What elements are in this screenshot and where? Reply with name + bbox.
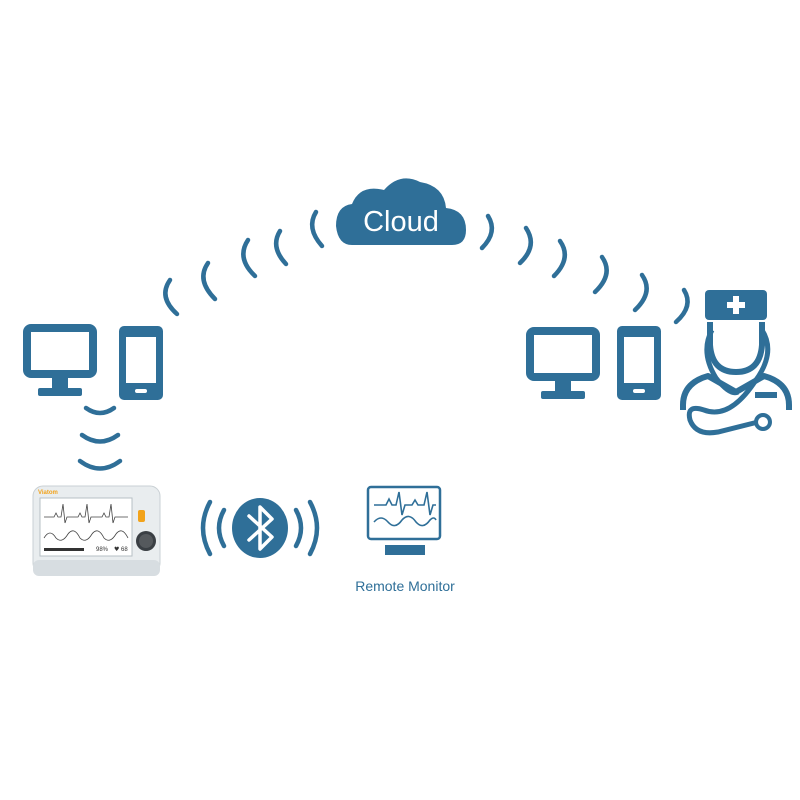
signal-wave-icon [79,432,121,444]
heart-icon: ♥ [114,546,119,553]
bluetooth [200,498,320,558]
monitor-icon [526,327,600,381]
signal-wave-icon [273,228,289,267]
remote-monitor-icon [366,485,442,555]
ecg-monitor-device: Viatom 98% ♥ 68 [32,485,161,576]
monitor-icon [23,324,97,378]
device-heart-rate: 68 [121,547,128,553]
device-spo2: 98% [96,547,109,553]
remote-monitor-label: Remote Monitor [355,578,455,594]
smartphone-left [119,326,163,400]
signal-wave-icon [479,213,495,251]
signal-to-computer [77,405,123,471]
cloud-icon [336,178,466,245]
signal-wave-icon [216,507,227,549]
ecg-waveform [44,503,128,524]
signal-wave-icon [241,237,258,279]
signal-wave-icon [163,277,180,317]
stethoscope-chestpiece-icon [754,413,772,431]
signal-wave-icon [307,499,320,557]
signal-wave-icon [517,225,534,266]
device-brand: Viatom [38,490,58,496]
signal-wave-icon [309,209,325,249]
cloud: Cloud [336,178,466,245]
signal-wave-icon [551,238,568,279]
smartphone-right [617,326,661,400]
signal-wave-icon [200,499,213,557]
cloud-label: Cloud [363,206,439,238]
signal-wave-icon [201,260,218,302]
device-screen [39,497,133,557]
signal-wave-icon [592,254,609,295]
signal-wave-icon [83,405,117,416]
pleth-waveform [43,530,129,541]
computer-monitor-right [526,327,600,399]
doctor-icon [680,290,792,436]
signal-wave-icon [632,272,649,313]
signal-arc-left [163,209,325,317]
signal-arc-right [479,213,690,325]
computer-monitor-left [23,324,97,396]
signal-wave-icon [77,458,123,471]
signal-wave-icon [293,507,304,549]
signal-wave-icon [673,287,690,325]
